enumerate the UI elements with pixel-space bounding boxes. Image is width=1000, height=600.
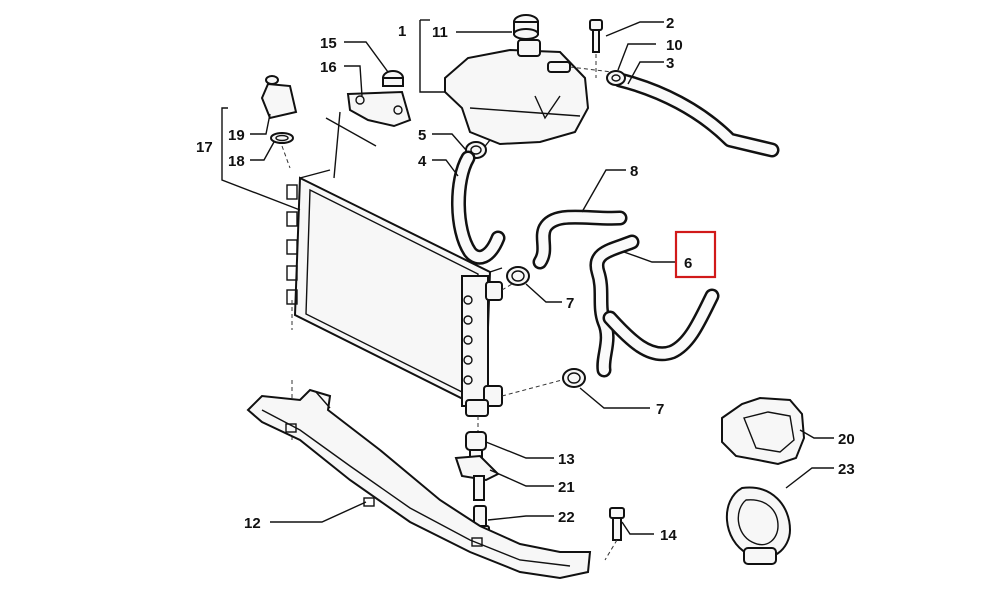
hose-icon [589, 234, 720, 378]
seal-icon [270, 132, 294, 144]
callout-20: 20 [838, 431, 855, 448]
callout-7-upper: 7 [566, 295, 574, 312]
callout-16: 16 [320, 59, 337, 76]
cap-icon [260, 75, 298, 120]
callout-14: 14 [660, 527, 677, 544]
seal-icon [382, 70, 404, 87]
callout-6: 6 [684, 255, 692, 272]
callout-12: 12 [244, 515, 261, 532]
radiator-icon [286, 169, 503, 440]
callout-2: 2 [666, 15, 674, 32]
callout-1: 1 [398, 23, 406, 40]
bolt-icon [609, 507, 625, 541]
bracket-icon [454, 454, 500, 501]
callout-15: 15 [320, 35, 337, 52]
clamp-icon [606, 70, 626, 86]
bolt-icon [589, 19, 603, 53]
callout-23: 23 [838, 461, 855, 478]
callout-3: 3 [666, 55, 674, 72]
callout-22: 22 [558, 509, 575, 526]
callout-8: 8 [630, 163, 638, 180]
callout-5: 5 [418, 127, 426, 144]
callout-19: 19 [228, 127, 245, 144]
callout-17: 17 [196, 139, 213, 156]
callout-labels: 1 11 2 10 3 15 16 17 19 18 5 4 8 6 7 7 1… [196, 15, 855, 544]
bracket-icon [721, 396, 806, 466]
crossmember-icon [246, 388, 592, 580]
callout-18: 18 [228, 153, 245, 170]
hose-icon [612, 72, 780, 158]
expansion-tank-icon [444, 39, 613, 151]
bracket-icon [346, 90, 412, 128]
clamp-icon [506, 266, 530, 286]
bolt-icon [465, 431, 487, 459]
callout-4: 4 [418, 153, 427, 170]
callout-7-lower: 7 [656, 401, 664, 418]
hose-icon [451, 150, 506, 265]
leader-lines [221, 19, 834, 535]
hose-icon [532, 209, 628, 270]
clamp-icon [726, 486, 792, 565]
callout-11: 11 [432, 24, 448, 41]
callout-10: 10 [666, 37, 683, 54]
callout-21: 21 [558, 479, 575, 496]
callout-13: 13 [558, 451, 575, 468]
highlight-box [674, 230, 717, 279]
cap-icon [513, 14, 539, 40]
clamp-icon [562, 368, 586, 388]
